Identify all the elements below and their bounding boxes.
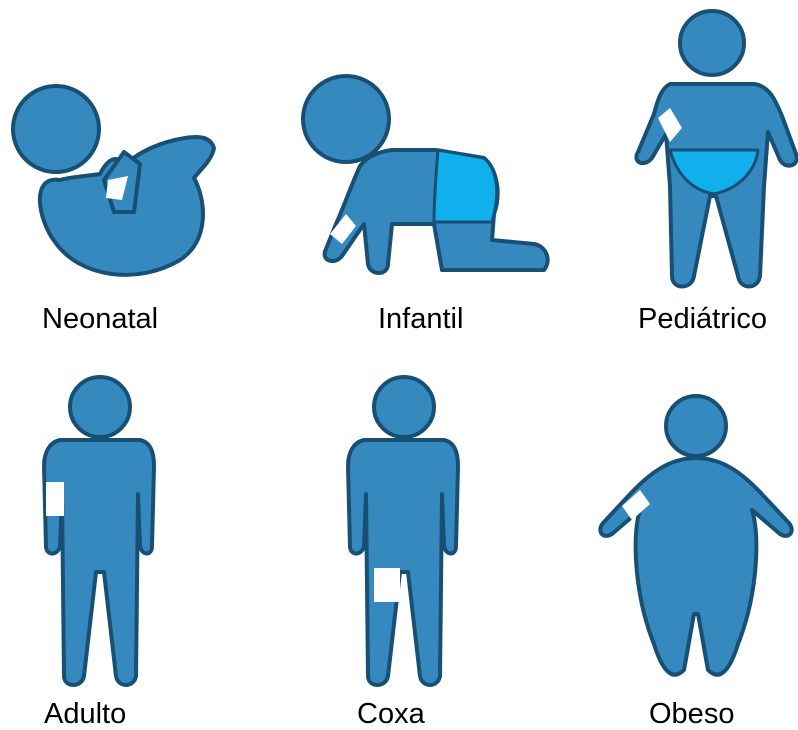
label-coxa: Coxa <box>357 700 425 729</box>
obeso-figure[interactable] <box>596 394 796 684</box>
label-neonatal: Neonatal <box>42 305 158 334</box>
adulto-figure[interactable] <box>38 376 162 688</box>
coxa-figure[interactable] <box>340 376 466 688</box>
label-infantil: Infantil <box>378 305 463 334</box>
label-pediatrico: Pediátrico <box>638 305 767 334</box>
infantil-figure[interactable] <box>296 74 556 284</box>
label-obeso: Obeso <box>649 700 734 729</box>
neonatal-figure[interactable] <box>0 80 230 290</box>
pediatrico-figure[interactable] <box>610 6 798 291</box>
label-adulto: Adulto <box>44 700 126 729</box>
